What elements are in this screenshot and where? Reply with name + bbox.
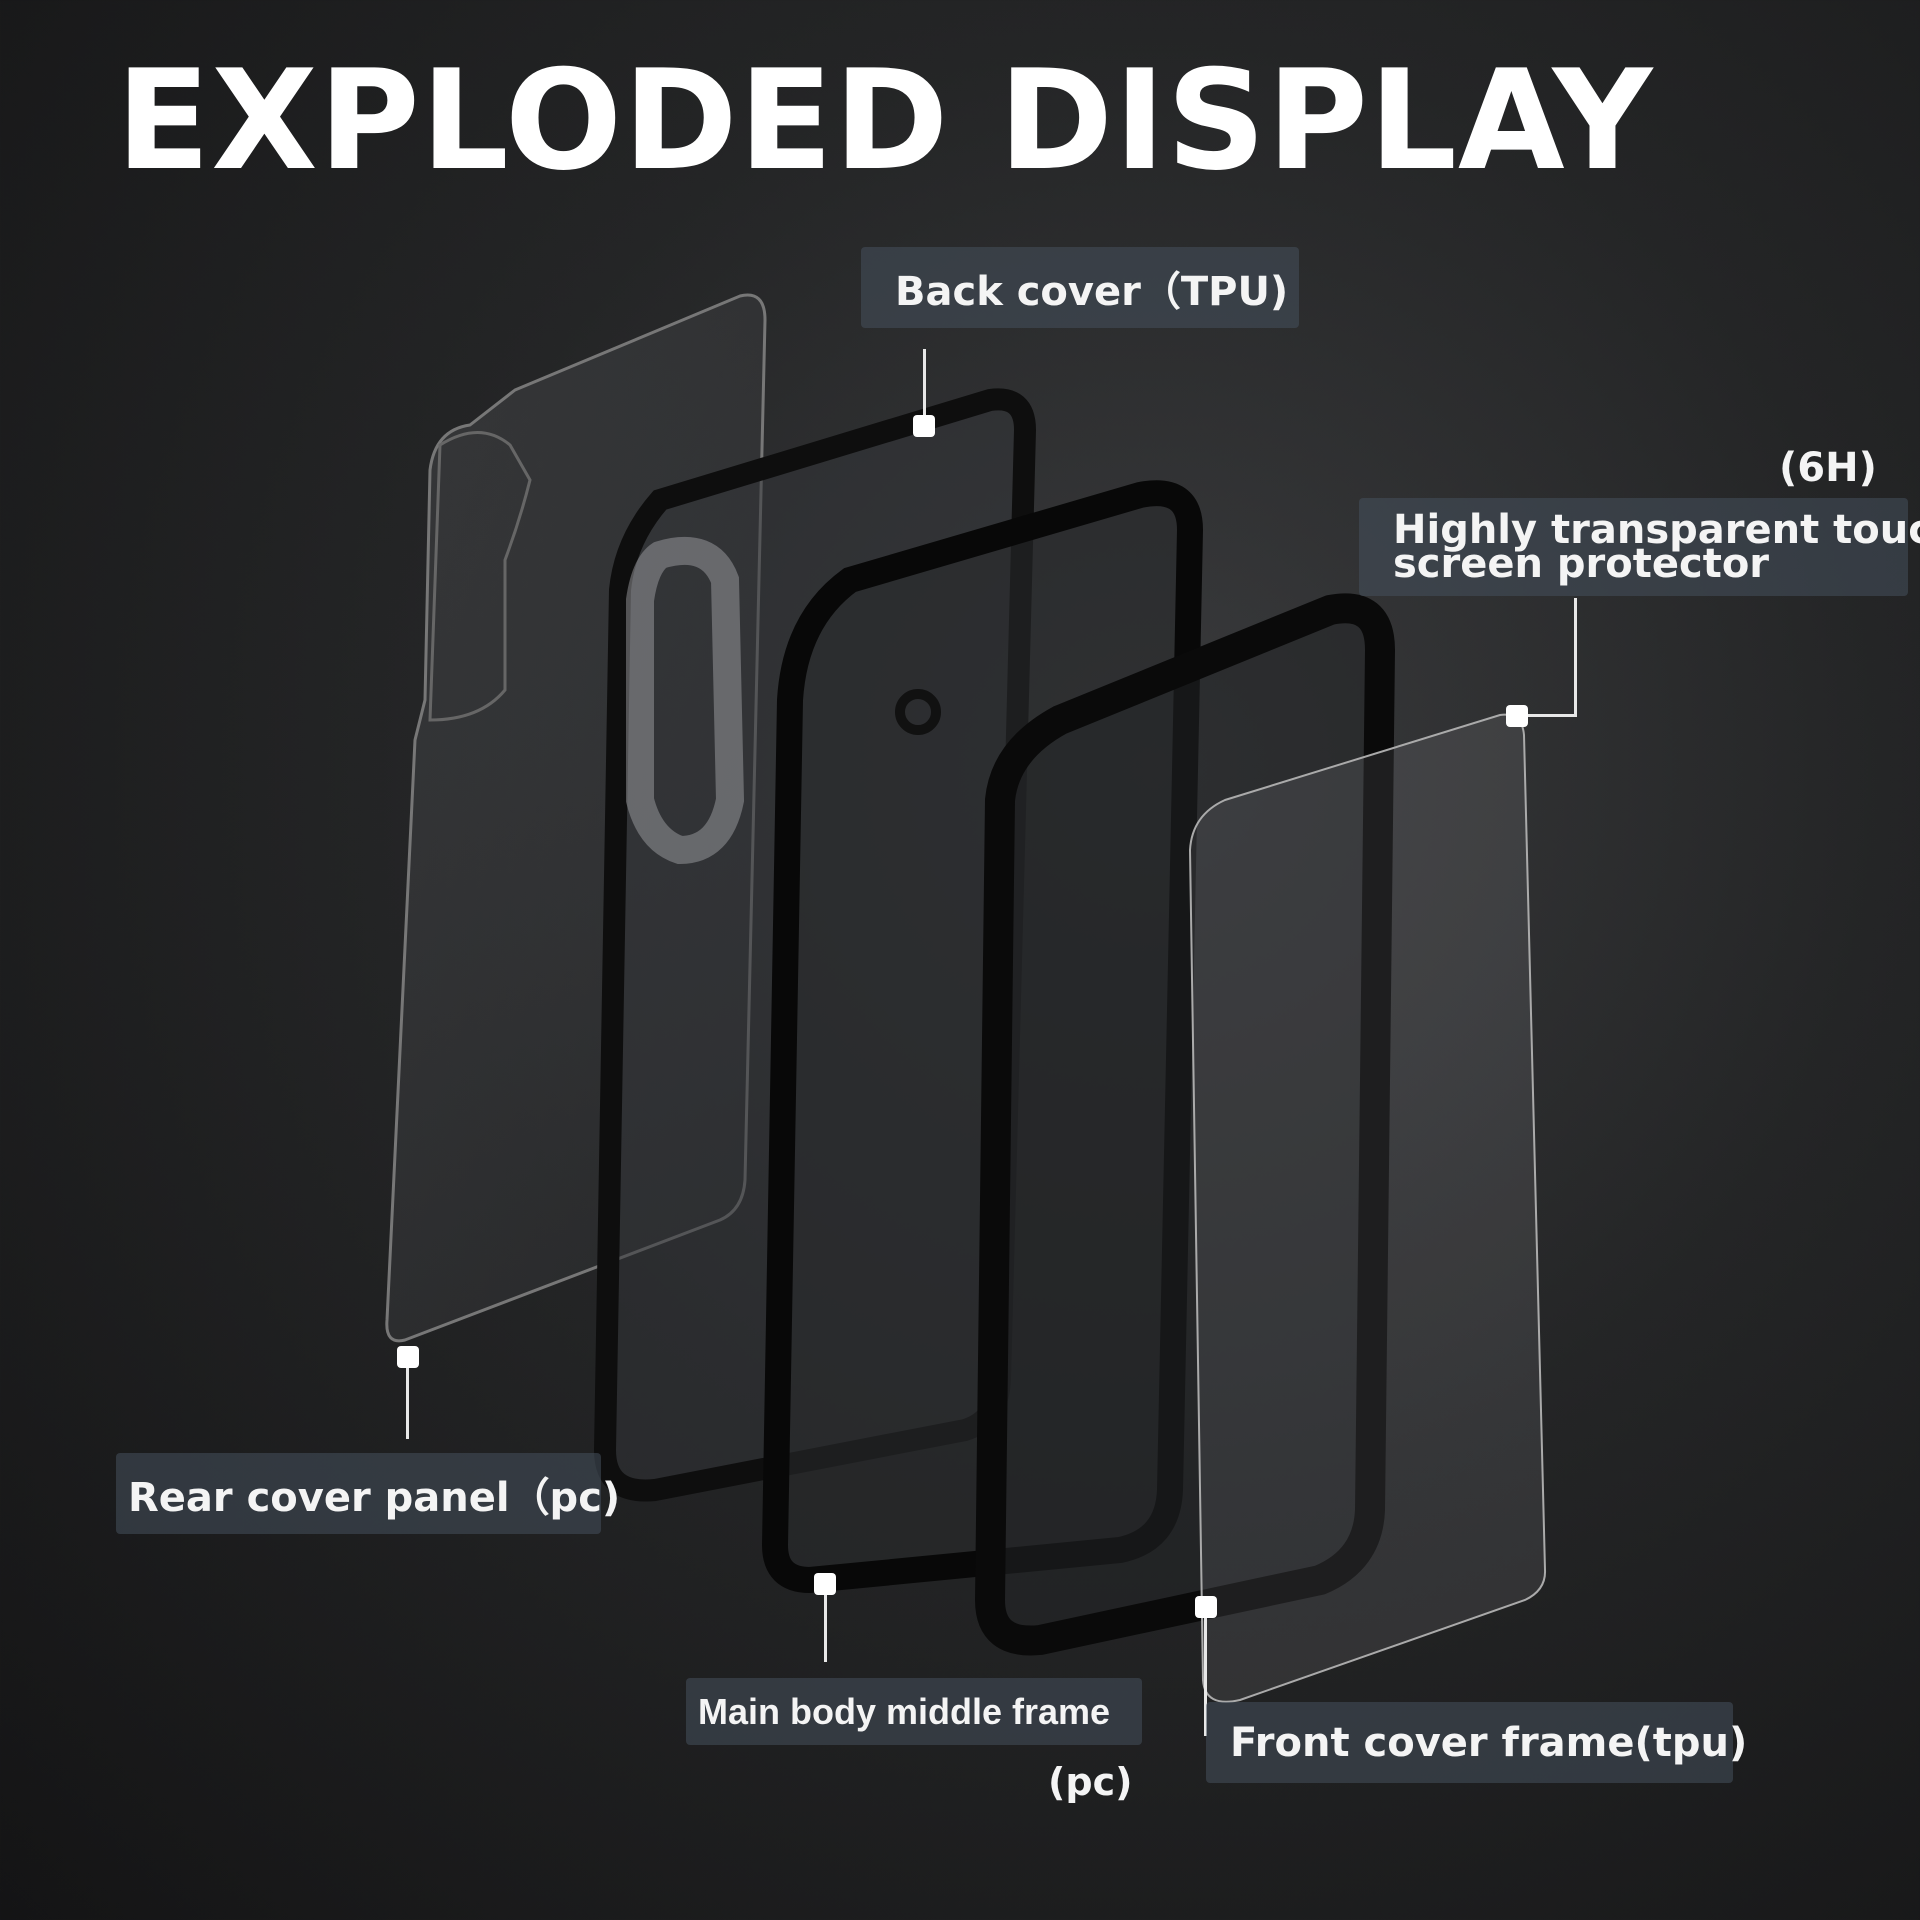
- callout-dot: [1195, 1596, 1217, 1618]
- callout-dot: [397, 1346, 419, 1368]
- callout-dot: [913, 415, 935, 437]
- callout-dot: [1506, 705, 1528, 727]
- label-line-2: screen protector: [1393, 541, 1770, 587]
- callout-dot: [814, 1573, 836, 1595]
- leader-line: [1520, 714, 1577, 717]
- leader-line: [923, 349, 926, 417]
- leader-line: [824, 1595, 827, 1662]
- label-rear-cover: Rear cover panel（pc): [116, 1453, 620, 1534]
- label-screen-protector-note: (6H): [1779, 445, 1877, 491]
- leader-line: [1574, 598, 1577, 716]
- label-back-cover: Back cover（TPU): [861, 247, 1299, 328]
- leader-line: [1204, 1618, 1207, 1736]
- label-front-cover: Front cover frame(tpu): [1206, 1702, 1747, 1783]
- front-cover-frame: [974, 593, 1396, 1656]
- screen-protector: [1188, 713, 1547, 1703]
- label-screen-protector: Highly transparent touch screen protecto…: [1359, 498, 1920, 596]
- label-middle-frame-note: (pc): [1048, 1760, 1133, 1804]
- page-title: EXPLODED DISPLAY: [116, 40, 1654, 201]
- leader-line: [406, 1368, 409, 1439]
- label-line-1: Highly transparent touch: [1393, 507, 1920, 553]
- label-middle-frame: Main body middle frame: [686, 1678, 1142, 1745]
